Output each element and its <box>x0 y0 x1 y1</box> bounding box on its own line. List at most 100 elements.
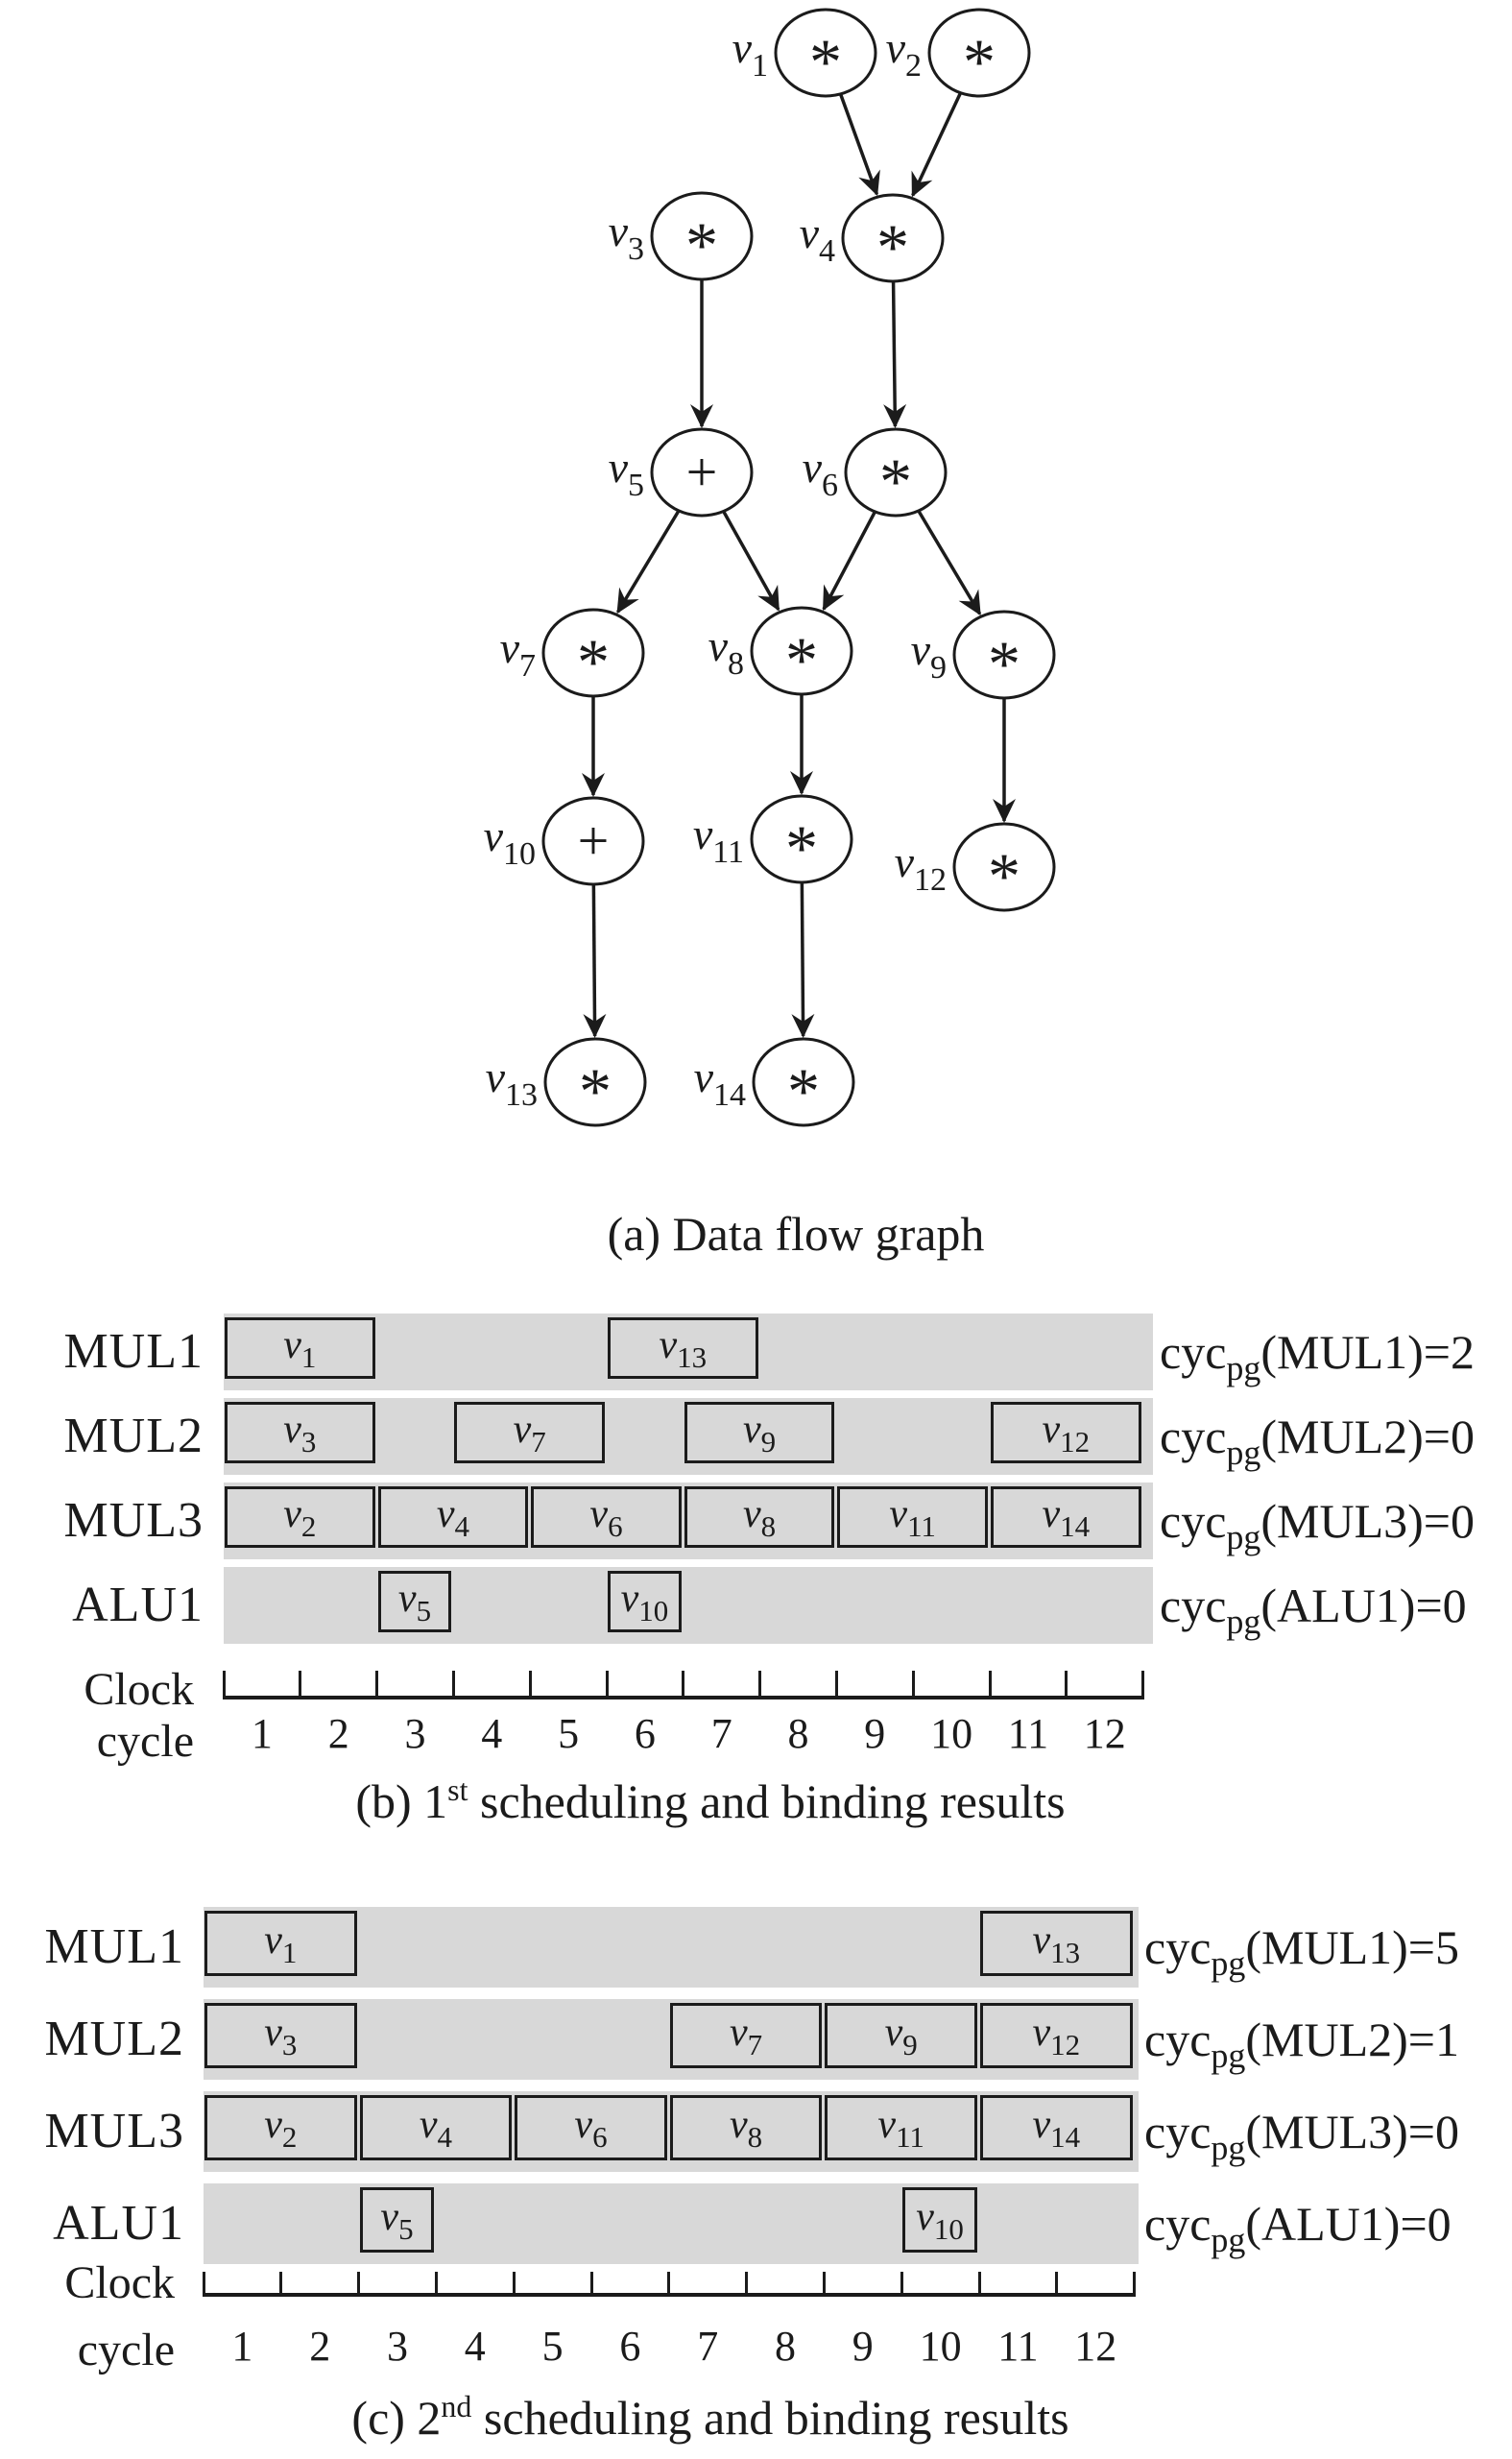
cyc-base: cyc <box>1160 1579 1227 1632</box>
clock-tick <box>911 1671 915 1700</box>
node-v13: *v13 <box>486 1037 647 1127</box>
task-label-sub: 12 <box>1050 2027 1081 2061</box>
task-label-base: v <box>380 2194 399 2239</box>
node-label: v3 <box>609 206 644 267</box>
clock-tick <box>1141 1671 1145 1700</box>
node-label: v14 <box>694 1052 746 1113</box>
cyc-base: cyc <box>1144 2013 1212 2066</box>
cycle-number-8: 8 <box>787 1710 809 1757</box>
cycle-number-2: 2 <box>327 1710 349 1757</box>
node-op: * <box>577 625 610 698</box>
task-v11: v11 <box>837 1486 988 1548</box>
task-v13: v13 <box>980 1911 1133 1976</box>
cycle-number-12: 12 <box>1083 1710 1126 1757</box>
cycle-number-3: 3 <box>386 2323 408 2370</box>
clock-tick <box>202 2272 205 2297</box>
node-circle <box>927 8 1031 98</box>
cycle-number-6: 6 <box>619 2323 641 2370</box>
task-label-base: v <box>283 1491 301 1536</box>
clock-tick <box>299 1671 302 1700</box>
edge-v5-v8 <box>722 511 780 612</box>
edges <box>582 92 1016 1039</box>
cycle-number-4: 4 <box>481 1710 503 1757</box>
task-label-sub: 5 <box>398 2211 414 2246</box>
node-label: v7 <box>500 623 536 684</box>
resource-label-MUL3: MUL3 <box>44 2104 184 2158</box>
node-op: * <box>988 839 1020 912</box>
clock-tick <box>977 2272 981 2297</box>
clock-tick <box>434 2272 438 2297</box>
cyc-rest: (ALU1)=0 <box>1245 2197 1452 2251</box>
task-v12: v12 <box>980 2003 1133 2068</box>
cyc-base: cyc <box>1144 2197 1212 2251</box>
cyc-sub: pg <box>1226 1603 1261 1641</box>
clock-tick <box>988 1671 992 1700</box>
node-circle <box>543 1037 647 1127</box>
task-label-sub: 1 <box>281 1935 298 1969</box>
cyc-pg-MUL3: cycpg(MUL3)=0 <box>1144 2099 1459 2167</box>
cycle-number-6: 6 <box>634 1710 656 1757</box>
task-label-sub: 9 <box>902 2027 918 2061</box>
task-label-sub: 10 <box>933 2211 964 2246</box>
cyc-rest: (MUL3)=0 <box>1245 2105 1459 2158</box>
node-label: v2 <box>886 23 922 84</box>
task-label-sub: 13 <box>1050 1935 1081 1969</box>
node-circle <box>952 822 1056 912</box>
cyc-pg-MUL1: cycpg(MUL1)=2 <box>1160 1319 1475 1387</box>
task-label-base: v <box>264 1917 282 1963</box>
node-op: * <box>787 1054 820 1127</box>
task-label-sub: 4 <box>454 1508 469 1543</box>
clock-tick <box>822 2272 826 2297</box>
caption-sup: nd <box>441 2389 472 2423</box>
node-circle <box>952 610 1056 700</box>
cyc-pg-ALU1: cycpg(ALU1)=0 <box>1144 2191 1452 2259</box>
caption-c: (c) 2nd scheduling and binding results <box>19 2389 1402 2446</box>
node-v9: *v9 <box>911 610 1056 700</box>
cycle-number-9: 9 <box>852 2323 874 2370</box>
edge-v2-v4 <box>911 92 962 198</box>
task-label-sub: 7 <box>747 2027 763 2061</box>
node-label: v10 <box>484 811 536 872</box>
node-circle <box>650 427 754 518</box>
task-label-sub: 12 <box>1060 1424 1091 1459</box>
task-label-base: v <box>264 2010 282 2055</box>
task-label-base: v <box>283 1322 301 1367</box>
task-label-sub: 5 <box>416 1593 432 1627</box>
clock-label: Clock <box>64 2257 175 2308</box>
cyc-base: cyc <box>1160 1494 1227 1548</box>
cycle-number-10: 10 <box>919 2323 962 2370</box>
task-v5: v5 <box>359 2187 435 2253</box>
clock-tick <box>834 1671 838 1700</box>
node-op: * <box>876 210 909 283</box>
task-v10: v10 <box>902 2187 977 2253</box>
cycle-number-5: 5 <box>558 1710 580 1757</box>
clock-tick <box>667 2272 671 2297</box>
cyc-sub: pg <box>1226 1349 1261 1387</box>
node-v2: * v2 <box>886 8 1031 98</box>
cycle-label: cycle <box>96 1716 194 1767</box>
node-op: * <box>963 25 996 98</box>
cycle-label: cycle <box>77 2325 175 2375</box>
resource-label-MUL1: MUL1 <box>63 1324 204 1379</box>
cycle-number-8: 8 <box>774 2323 796 2370</box>
task-label-base: v <box>589 1491 609 1536</box>
node-v1: *v1 <box>732 8 877 98</box>
clock-tick <box>589 2272 593 2297</box>
cyc-base: cyc <box>1160 1325 1227 1379</box>
task-v8: v8 <box>669 2095 823 2160</box>
task-label-sub: 3 <box>281 2027 298 2061</box>
cyc-base: cyc <box>1160 1410 1227 1463</box>
cycle-number-7: 7 <box>710 1710 732 1757</box>
caption-post: scheduling and binding results <box>471 2391 1069 2445</box>
caption-b: (b) 1st scheduling and binding results <box>19 1772 1402 1829</box>
cyc-sub: pg <box>1211 1944 1246 1983</box>
edge-v6-v9 <box>917 510 982 616</box>
node-op: + <box>578 809 610 872</box>
node-label: v8 <box>708 621 744 682</box>
node-v4: *v4 <box>800 193 945 283</box>
task-label-sub: 4 <box>437 2119 452 2154</box>
node-circle <box>650 191 754 281</box>
node-op: * <box>579 1054 612 1127</box>
cyc-rest: (ALU1)=0 <box>1260 1579 1467 1632</box>
clock-tick <box>279 2272 283 2297</box>
